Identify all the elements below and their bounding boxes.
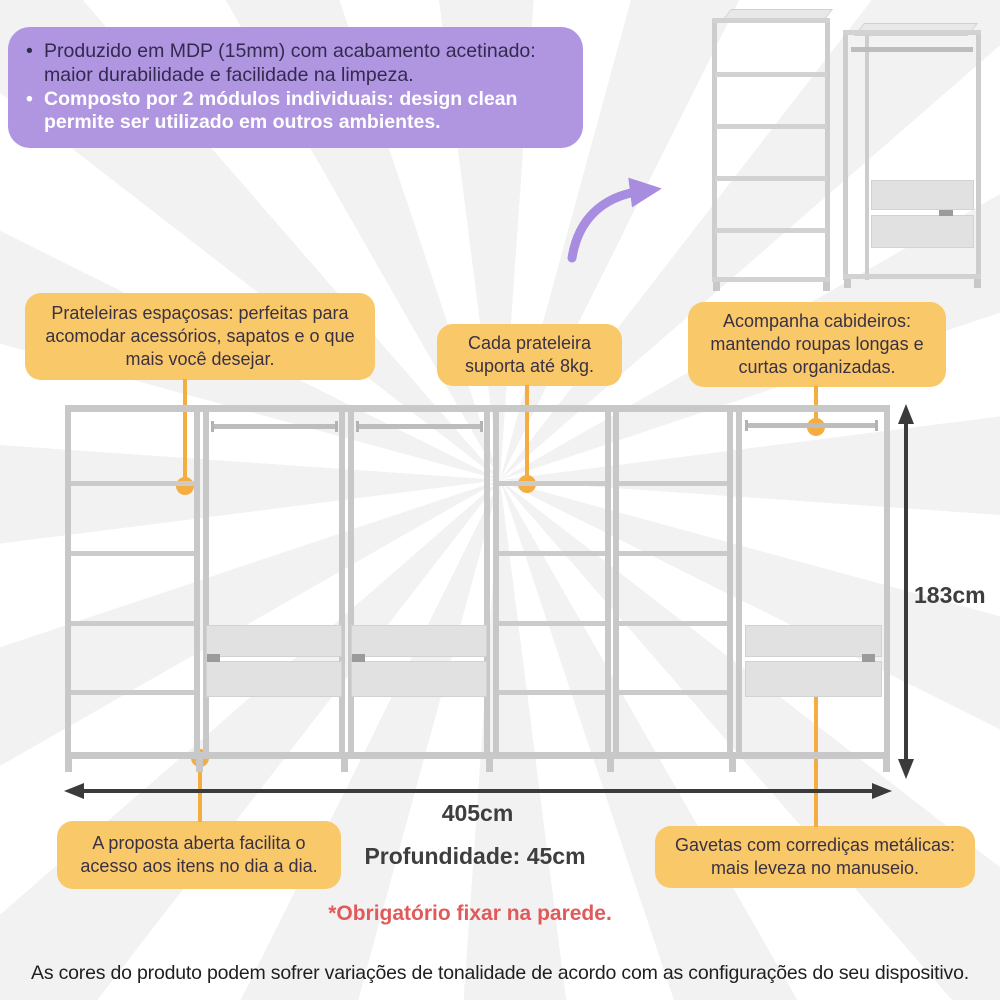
connector-shelves-dot <box>176 477 194 495</box>
callout-hangers-text: Acompanha cabideiros: mantendo roupas lo… <box>710 311 924 377</box>
depth-label: Profundidade: 45cm <box>364 843 586 869</box>
connector-shelf-weight <box>525 385 529 484</box>
height-dimension-label: 183cm <box>914 582 986 608</box>
callout-shelves-text: Prateleiras espaçosas: perfeitas para ac… <box>45 303 355 369</box>
drawer <box>206 625 342 657</box>
wall-fixing-warning: *Obrigatório fixar na parede. <box>328 902 612 925</box>
bottom-rail <box>65 752 890 759</box>
hanging-rod <box>213 424 336 429</box>
callout-drawers-text: Gavetas com corrediças metálicas: mais l… <box>674 835 956 878</box>
callout-open-access-text: A proposta aberta facilita o acesso aos … <box>80 833 318 876</box>
callout-shelves: Prateleiras espaçosas: perfeitas para ac… <box>25 293 375 380</box>
callout-drawers: Gavetas com corrediças metálicas: mais l… <box>655 826 975 888</box>
connector-shelves <box>183 379 187 485</box>
color-disclaimer: As cores do produto podem sofrer variaçõ… <box>31 962 969 984</box>
info-box: Produzido em MDP (15mm) com acabamento a… <box>8 27 583 148</box>
info-bullet-list: Produzido em MDP (15mm) com acabamento a… <box>22 40 565 135</box>
callout-hangers: Acompanha cabideiros: mantendo roupas lo… <box>688 302 946 387</box>
info-bullet-material: Produzido em MDP (15mm) com acabamento a… <box>22 40 565 88</box>
shelf <box>71 481 194 486</box>
callout-shelf-weight: Cada prateleira suporta até 8kg. <box>437 324 622 386</box>
callout-open-access: A proposta aberta facilita o acesso aos … <box>57 821 341 889</box>
width-dimension-label: 405cm <box>441 800 514 826</box>
callout-shelf-weight-text: Cada prateleira suporta até 8kg. <box>464 333 595 376</box>
top-rail <box>65 405 890 412</box>
module-render-wardrobe <box>843 23 983 288</box>
module-render-shelf-tower <box>712 9 834 291</box>
info-bullet-modules: Composto por 2 módulos individuais: desi… <box>22 88 565 136</box>
